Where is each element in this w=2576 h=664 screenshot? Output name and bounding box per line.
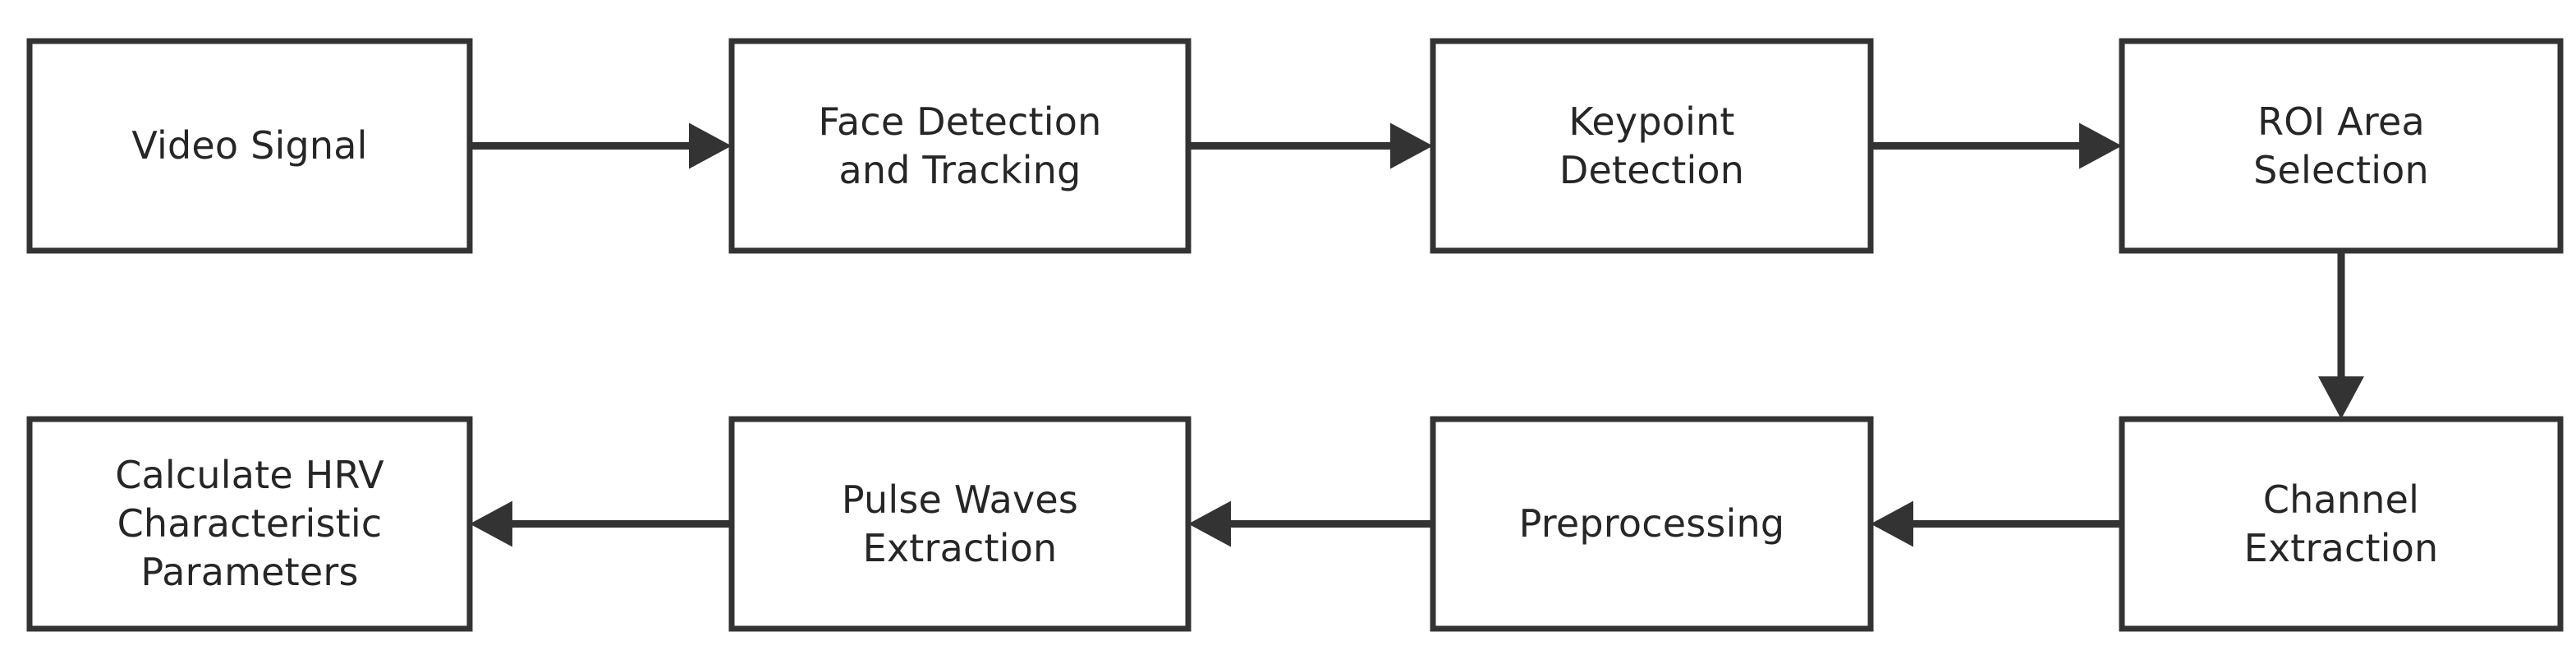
edge-edge-keypoint-to-roi — [1871, 122, 2122, 169]
edge-edge-pulse-to-hrv — [470, 500, 732, 547]
arrowhead-icon — [1871, 500, 1913, 547]
arrowhead-icon — [470, 500, 512, 547]
node-box-preprocessing[interactable] — [1430, 416, 1874, 632]
node-box-keypoint-detection[interactable] — [1430, 38, 1874, 254]
node-box-calculate-hrv-characteristic-parameters[interactable] — [26, 416, 473, 632]
node-box-roi-area-selection[interactable] — [2119, 38, 2564, 254]
edge-edge-roi-to-channel — [2318, 251, 2364, 419]
node-box-face-detection-and-tracking[interactable] — [728, 38, 1192, 254]
edge-edge-channel-to-preprocessing — [1871, 500, 2122, 547]
nodes-layer — [26, 38, 2564, 632]
arrowhead-icon — [689, 122, 732, 169]
arrowhead-icon — [2079, 122, 2122, 169]
node-box-channel-extraction[interactable] — [2119, 416, 2564, 632]
node-box-video-signal[interactable] — [26, 38, 473, 254]
arrowhead-icon — [1188, 500, 1231, 547]
edge-edge-video-to-face — [470, 122, 732, 169]
edge-edge-face-to-keypoint — [1188, 122, 1433, 169]
arrowhead-icon — [2318, 376, 2364, 419]
edge-edge-preprocessing-to-pulse — [1188, 500, 1433, 547]
edges-layer — [470, 122, 2364, 547]
node-box-pulse-waves-extraction[interactable] — [728, 416, 1192, 632]
arrowhead-icon — [1390, 122, 1433, 169]
